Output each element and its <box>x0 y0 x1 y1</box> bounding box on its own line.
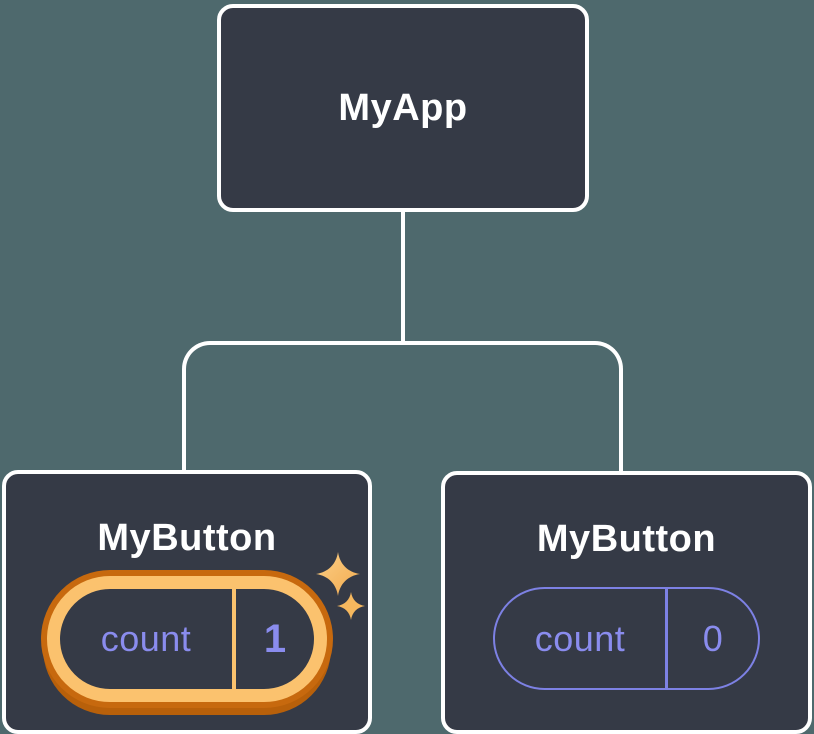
sparkle-large-icon <box>316 552 360 596</box>
state-pill: count 0 <box>493 587 760 690</box>
state-pill-highlighted: count 1 <box>47 576 327 702</box>
state-divider <box>665 589 668 688</box>
node-label: MyButton <box>536 518 717 560</box>
connector-branch-bracket <box>182 341 623 471</box>
node-mybutton-right: MyButton count 0 <box>441 471 812 734</box>
sparkle-small-icon <box>337 592 365 620</box>
state-value: 1 <box>263 616 287 661</box>
state-key: count <box>534 617 626 659</box>
node-mybutton-left: MyButton count 1 <box>2 470 372 734</box>
node-label: MyApp <box>338 87 468 129</box>
state-value: 0 <box>702 617 723 659</box>
state-key: count <box>100 618 192 659</box>
connector-root-stem <box>401 211 405 345</box>
node-label: MyButton <box>97 517 277 559</box>
state-divider <box>232 589 236 689</box>
node-myapp: MyApp <box>217 4 589 212</box>
